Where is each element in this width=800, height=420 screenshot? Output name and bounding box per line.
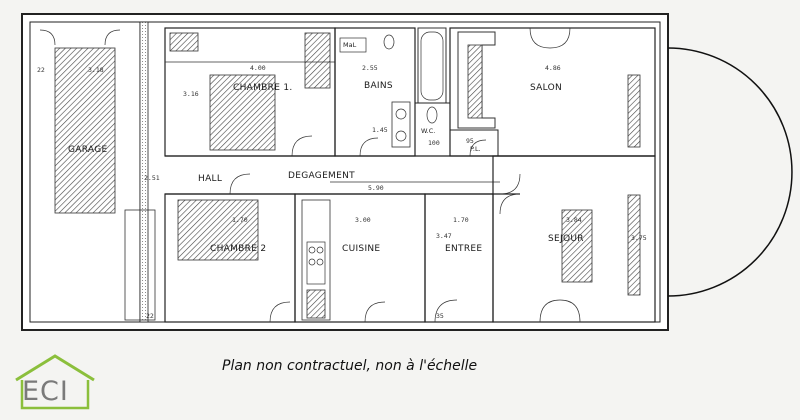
chambre1-room [164,27,336,157]
floor-plan: GARAGE CHAMBRE 1. BAINS SALON HALL DEGAG… [21,13,793,331]
dim-bains-side: 1.45 [372,126,388,134]
chambre2-room [164,193,296,323]
dim-entree-width: 1.70 [453,216,469,224]
dim-entree-height: 3.47 [436,232,452,240]
label-entree: ENTREE [445,244,482,254]
label-salon: SALON [530,83,562,93]
car-outline [54,47,116,214]
label-sejour: SEJOUR [548,234,584,244]
dim-entree-side: 35 [436,312,444,320]
dim-wc-width: 100 [428,139,440,147]
label-garage: GARAGE [68,145,107,155]
label-chambre1: CHAMBRE 1. [233,83,293,93]
dim-bains-width: 2.55 [362,64,378,72]
eci-logo: ECI [10,350,100,414]
dim-chambre1-height: 3.16 [183,90,199,98]
garage-room [29,21,156,323]
bay-arc [667,47,793,297]
table-icon [561,209,593,283]
dim-garage-left: 22 [37,66,45,74]
label-hall: HALL [198,174,222,184]
house-logo-icon [15,354,95,410]
plan-caption: Plan non contractuel, non à l'échelle [222,358,478,374]
dim-cuisine-width: 3.00 [355,216,371,224]
bed2-icon [177,199,259,261]
label-cuisine: CUISINE [342,244,380,254]
dim-sejour-width: 3.84 [566,216,582,224]
dim-salon-width: 4.86 [545,64,561,72]
dim-garage-bottom: 22 [146,312,154,320]
bed-icon [209,74,276,151]
dim-pl-width: 95 [466,137,474,145]
logo-text: ECI [22,376,69,407]
sejour-room [492,155,656,323]
dim-garage-width: 3.18 [88,66,104,74]
dim-chambre2-width: 1.70 [232,216,248,224]
label-chambre2: CHAMBRE 2 [210,244,266,254]
label-wc: W.C. [421,127,435,135]
label-degagement: DEGAGEMENT [288,171,355,181]
dim-hall-height: 2.51 [144,174,160,182]
dim-sejour-height: 3.75 [631,234,647,242]
label-bains: BAINS [364,81,393,91]
label-mal: MaL [343,41,357,49]
dim-chambre1-width: 4.00 [250,64,266,72]
label-pl: P.L. [470,145,481,153]
dim-degagement-width: 5.90 [368,184,384,192]
